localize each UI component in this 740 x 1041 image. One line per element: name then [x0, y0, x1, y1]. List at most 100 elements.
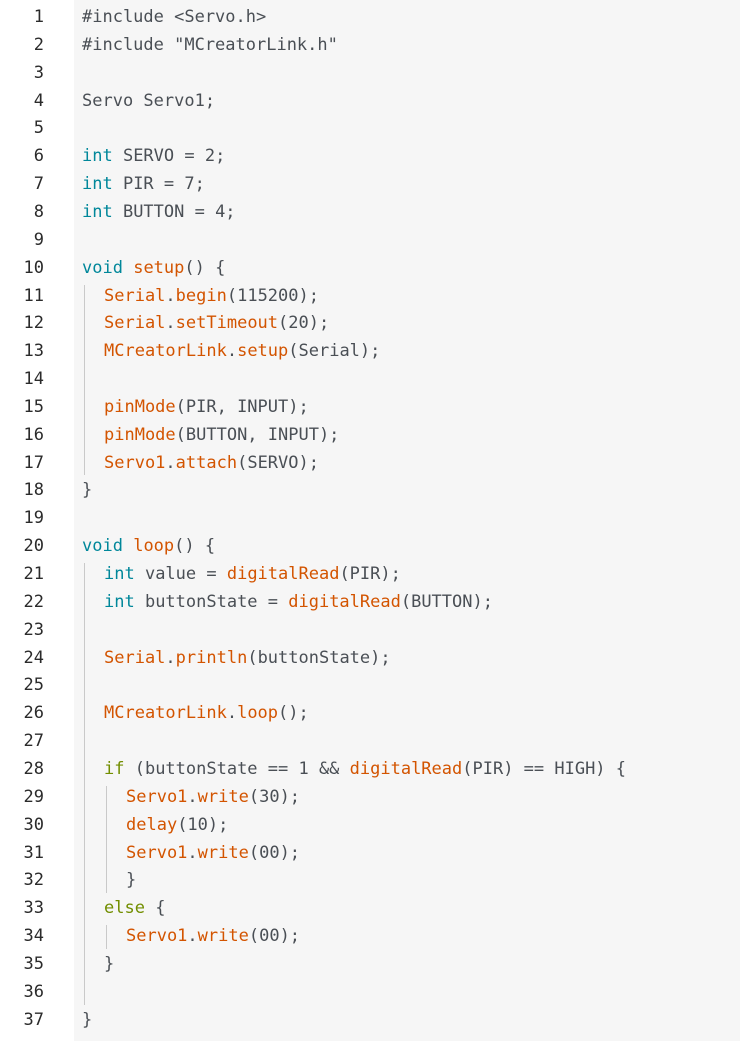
code-token: pinMode	[104, 424, 176, 445]
line-code: }	[82, 1006, 92, 1034]
code-area[interactable]	[74, 0, 740, 1041]
code-token: digitalRead	[226, 564, 340, 584]
code-line[interactable]: 14	[0, 365, 740, 393]
code-token: Serial	[104, 647, 166, 668]
line-number: 4	[33, 90, 44, 111]
line-number: 7	[33, 174, 44, 195]
line-number: 16	[23, 424, 44, 445]
code-line[interactable]: 32}	[0, 866, 740, 894]
code-token: {	[144, 898, 166, 919]
line-number: 2	[33, 34, 44, 55]
code-token: Servo Servo1;	[82, 90, 216, 111]
code-token: .	[187, 926, 198, 947]
code-token: Serial	[104, 285, 166, 306]
code-token: buttonState =	[134, 591, 289, 612]
code-token: .	[187, 786, 198, 807]
code-line[interactable]: 18}	[0, 476, 740, 504]
code-token: (115200);	[226, 285, 319, 306]
indent-guide	[106, 785, 107, 894]
code-token: delay	[126, 814, 178, 835]
code-token: Servo1	[126, 842, 188, 863]
code-line[interactable]: 30 delay(10);	[0, 811, 740, 839]
line-code: int PIR = 7;	[82, 170, 205, 198]
code-line[interactable]: 37}	[0, 1006, 740, 1034]
line-number: 24	[23, 647, 44, 668]
code-token: Servo1	[126, 926, 188, 947]
code-line[interactable]: 7 int PIR = 7;	[0, 170, 740, 198]
code-token: pinMode	[104, 396, 176, 417]
line-number: 23	[23, 619, 44, 640]
code-token: (Serial);	[288, 341, 381, 362]
code-line[interactable]: 5	[0, 114, 740, 142]
code-token: (00);	[248, 926, 301, 947]
line-code: int value = digitalRead(PIR);	[104, 560, 401, 588]
line-number: 20	[23, 536, 44, 557]
code-token: () {	[174, 536, 216, 557]
line-code: Servo1.write(00);	[126, 922, 300, 950]
line-code: int BUTTON = 4;	[82, 198, 236, 226]
code-line[interactable]: 35}	[0, 950, 740, 978]
code-token: .	[165, 452, 176, 473]
code-token: int	[104, 591, 135, 612]
code-line[interactable]: 1#include <Servo.h>	[0, 3, 740, 31]
line-code: }	[126, 866, 136, 894]
code-line[interactable]: 9	[0, 226, 740, 254]
code-token: .	[226, 341, 238, 362]
code-token: int	[82, 146, 113, 167]
code-line[interactable]: 3	[0, 59, 740, 87]
code-token: else	[104, 898, 145, 919]
code-token: }	[104, 953, 115, 974]
code-token: #include "MCreatorLink.h"	[82, 34, 338, 55]
line-code: int buttonState = digitalRead(BUTTON);	[104, 588, 493, 616]
code-token: PIR = 7;	[112, 174, 205, 195]
code-token: println	[175, 647, 248, 668]
line-number: 33	[23, 898, 44, 919]
code-token: () {	[184, 257, 226, 278]
code-line[interactable]: 27	[0, 727, 740, 755]
code-line[interactable]: 2 #include "MCreatorLink.h"	[0, 31, 740, 59]
line-number: 32	[23, 870, 44, 891]
line-number: 14	[23, 369, 44, 390]
line-code: MCreatorLink.setup(Serial);	[104, 337, 380, 365]
line-code: delay(10);	[126, 811, 228, 839]
code-token: setup	[133, 257, 185, 278]
code-token: (20);	[278, 313, 330, 334]
code-line[interactable]: 19	[0, 504, 740, 532]
code-line[interactable]: 23	[0, 616, 740, 644]
line-code: pinMode(BUTTON, INPUT);	[104, 421, 339, 449]
line-number: 30	[23, 814, 44, 835]
code-line[interactable]: 25	[0, 671, 740, 699]
code-token: .	[187, 842, 198, 863]
code-token: (SERVO);	[237, 452, 319, 473]
code-line[interactable]: 36	[0, 978, 740, 1006]
code-token: SERVO = 2;	[112, 146, 226, 167]
code-token	[123, 258, 133, 278]
code-line[interactable]: 33 else {	[0, 894, 740, 922]
code-token: (BUTTON, INPUT);	[175, 424, 340, 445]
code-token: BUTTON = 4;	[112, 201, 236, 222]
code-token: (00);	[248, 842, 301, 863]
code-line[interactable]: 16 pinMode(BUTTON, INPUT);	[0, 421, 740, 449]
code-line[interactable]: 4 Servo Servo1;	[0, 87, 740, 115]
code-token: (PIR);	[339, 564, 401, 584]
line-number: 10	[23, 257, 44, 278]
code-token: int	[82, 174, 113, 195]
